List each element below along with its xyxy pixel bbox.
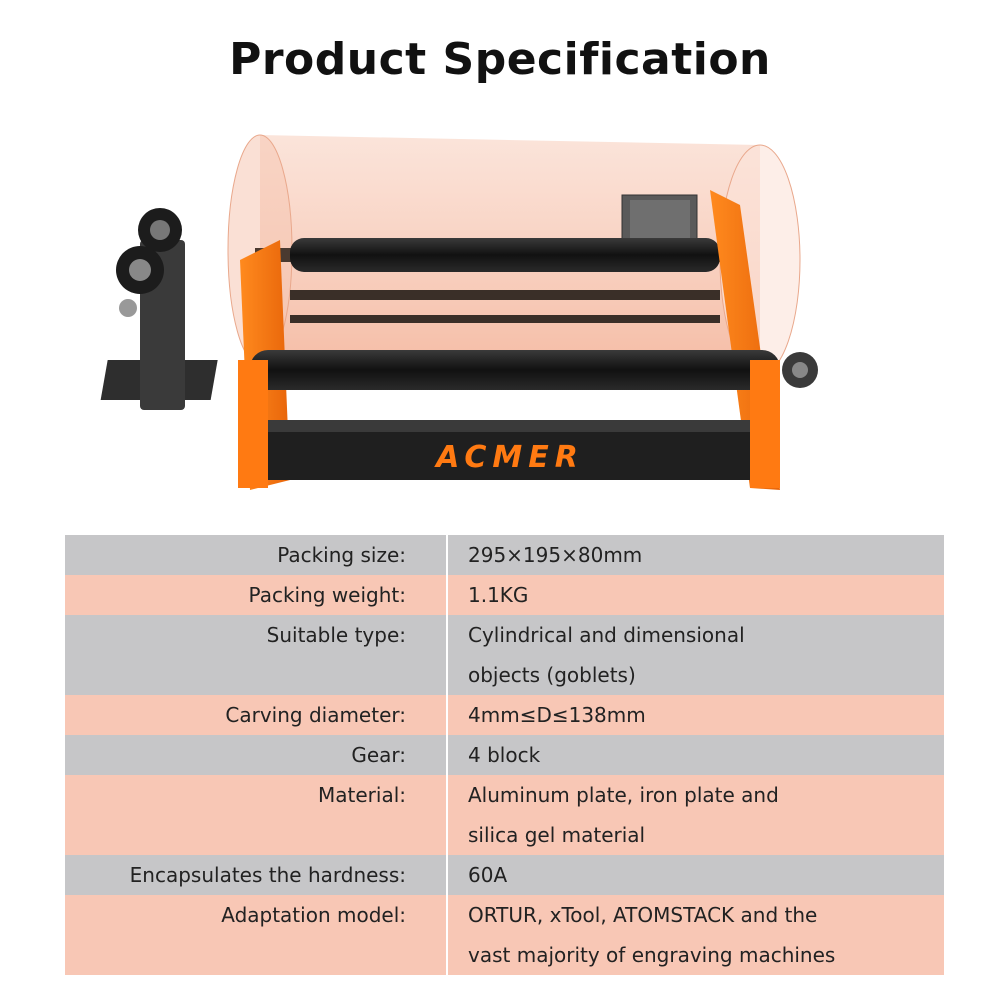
spec-value-line: Aluminum plate, iron plate and bbox=[468, 783, 779, 807]
spec-value: 60A bbox=[448, 855, 944, 895]
product-image: ACMER bbox=[100, 134, 818, 490]
spec-label: Encapsulates the hardness: bbox=[129, 863, 406, 887]
spec-row: Encapsulates the hardness: 60A bbox=[65, 855, 944, 895]
spec-value: 4 block bbox=[448, 735, 944, 775]
spec-label: Packing weight: bbox=[248, 583, 406, 607]
spec-value-line: objects (goblets) bbox=[468, 663, 636, 687]
spec-value-line: 295×195×80mm bbox=[468, 543, 643, 567]
spec-value: 1.1KG bbox=[448, 575, 944, 615]
spec-value: Aluminum plate, iron plate and silica gel… bbox=[448, 775, 944, 855]
spec-divider bbox=[446, 535, 448, 575]
spec-row: Carving diameter: 4mm≤D≤138mm bbox=[65, 695, 944, 735]
spec-divider bbox=[446, 775, 448, 855]
spec-value-line: 60A bbox=[468, 863, 508, 887]
brand-logo: ACMER bbox=[434, 440, 584, 475]
spec-label: Carving diameter: bbox=[225, 703, 406, 727]
spec-label: Material: bbox=[318, 783, 406, 807]
spec-value-line: 4mm≤D≤138mm bbox=[468, 703, 646, 727]
spec-row: Material: Aluminum plate, iron plate and s… bbox=[65, 775, 944, 855]
front-roller bbox=[250, 350, 780, 390]
spec-value-line: ORTUR, xTool, ATOMSTACK and the bbox=[468, 903, 818, 927]
spec-value: ORTUR, xTool, ATOMSTACK and the vast majo… bbox=[448, 895, 944, 975]
spec-value: 295×195×80mm bbox=[448, 535, 944, 575]
spec-label: Suitable type: bbox=[266, 623, 406, 647]
spec-value: Cylindrical and dimensional objects (gobl… bbox=[448, 615, 944, 695]
spec-divider bbox=[446, 855, 448, 895]
spec-value: 4mm≤D≤138mm bbox=[448, 695, 944, 735]
spec-label: Gear: bbox=[351, 743, 406, 767]
spec-divider bbox=[446, 575, 448, 615]
spec-value-line: silica gel material bbox=[468, 823, 646, 847]
page-title: Product Specification bbox=[229, 34, 771, 85]
spec-row: Gear: 4 block bbox=[65, 735, 944, 775]
spec-divider bbox=[446, 695, 448, 735]
spec-value-line: vast majority of engraving machines bbox=[468, 943, 836, 967]
spec-divider bbox=[446, 615, 448, 695]
spec-row: Packing size: 295×195×80mm bbox=[65, 535, 944, 575]
spec-divider bbox=[446, 895, 448, 975]
spec-value-line: 4 block bbox=[468, 743, 541, 767]
back-roller bbox=[290, 238, 720, 272]
spec-row: Suitable type: Cylindrical and dimensiona… bbox=[65, 615, 944, 695]
spec-row: Packing weight: 1.1KG bbox=[65, 575, 944, 615]
spec-value-line: 1.1KG bbox=[468, 583, 529, 607]
spec-divider bbox=[446, 735, 448, 775]
spec-row: Adaptation model: ORTUR, xTool, ATOMSTACK… bbox=[65, 895, 944, 975]
side-bracket bbox=[100, 208, 218, 410]
spec-label: Adaptation model: bbox=[221, 903, 406, 927]
spec-value-line: Cylindrical and dimensional bbox=[468, 623, 745, 647]
spec-label: Packing size: bbox=[277, 543, 406, 567]
